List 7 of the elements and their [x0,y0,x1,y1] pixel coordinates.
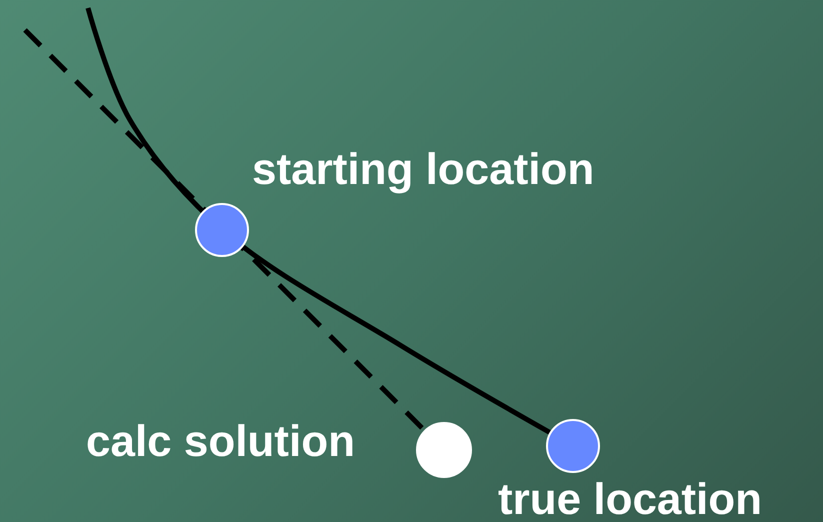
point-label: calc solution [86,420,355,464]
point-label: starting location [252,148,594,192]
point-label: true location [498,478,762,522]
location-marker [195,203,249,257]
location-marker [546,419,600,473]
dashed-line [23,28,426,432]
curve-line [86,7,551,435]
